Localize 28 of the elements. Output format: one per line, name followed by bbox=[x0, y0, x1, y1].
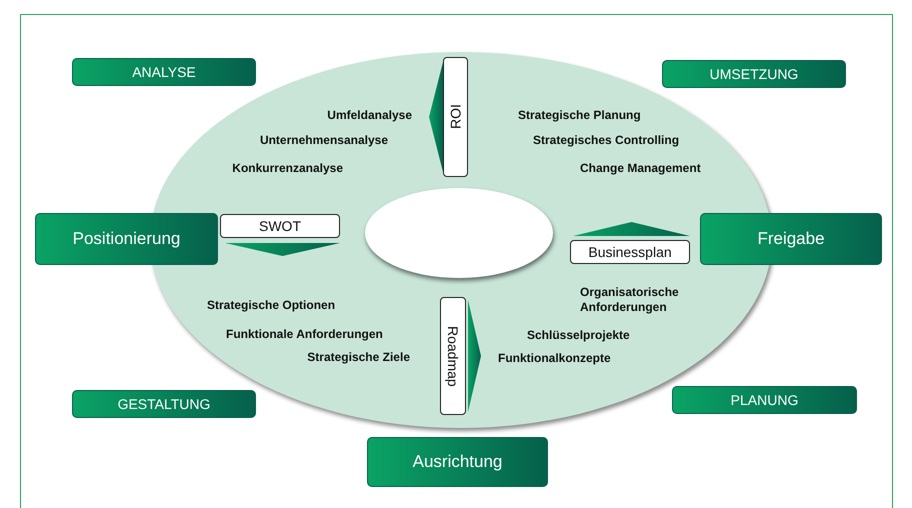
phase-label: ANALYSE bbox=[72, 58, 256, 86]
item-text: Strategisches Controlling bbox=[533, 133, 680, 148]
vertical-label-box: ROI bbox=[443, 57, 468, 177]
phase-label: PLANUNG bbox=[672, 386, 857, 414]
triangle-marker bbox=[225, 243, 340, 256]
item-text: Strategische Planung bbox=[518, 108, 641, 123]
stage-box: Ausrichtung bbox=[367, 437, 548, 487]
item-text: Strategische Ziele bbox=[307, 350, 410, 365]
stage-box: Positionierung bbox=[35, 213, 218, 265]
triangle-marker bbox=[573, 222, 690, 236]
phase-label: GESTALTUNG bbox=[72, 390, 256, 418]
center-ellipse bbox=[365, 188, 553, 278]
item-text: Unternehmensanalyse bbox=[260, 133, 388, 148]
phase-label: UMSETZUNG bbox=[662, 60, 846, 88]
label-box: Businessplan bbox=[570, 240, 690, 264]
vertical-label-box: Roadmap bbox=[440, 297, 466, 415]
item-text: Funktionalkonzepte bbox=[498, 351, 611, 366]
label-box: SWOT bbox=[220, 214, 340, 238]
stage-box: Freigabe bbox=[700, 213, 882, 265]
item-text: Schlüsselprojekte bbox=[527, 328, 630, 343]
item-text: Funktionale Anforderungen bbox=[226, 327, 383, 342]
item-text: Konkurrenzanalyse bbox=[232, 161, 343, 176]
triangle-marker bbox=[429, 62, 443, 172]
item-text: Change Management bbox=[580, 161, 701, 176]
triangle-marker bbox=[468, 300, 481, 412]
item-text: Organisatorische Anforderungen bbox=[580, 285, 680, 315]
item-text: Umfeldanalyse bbox=[327, 108, 412, 123]
item-text: Strategische Optionen bbox=[207, 298, 336, 313]
